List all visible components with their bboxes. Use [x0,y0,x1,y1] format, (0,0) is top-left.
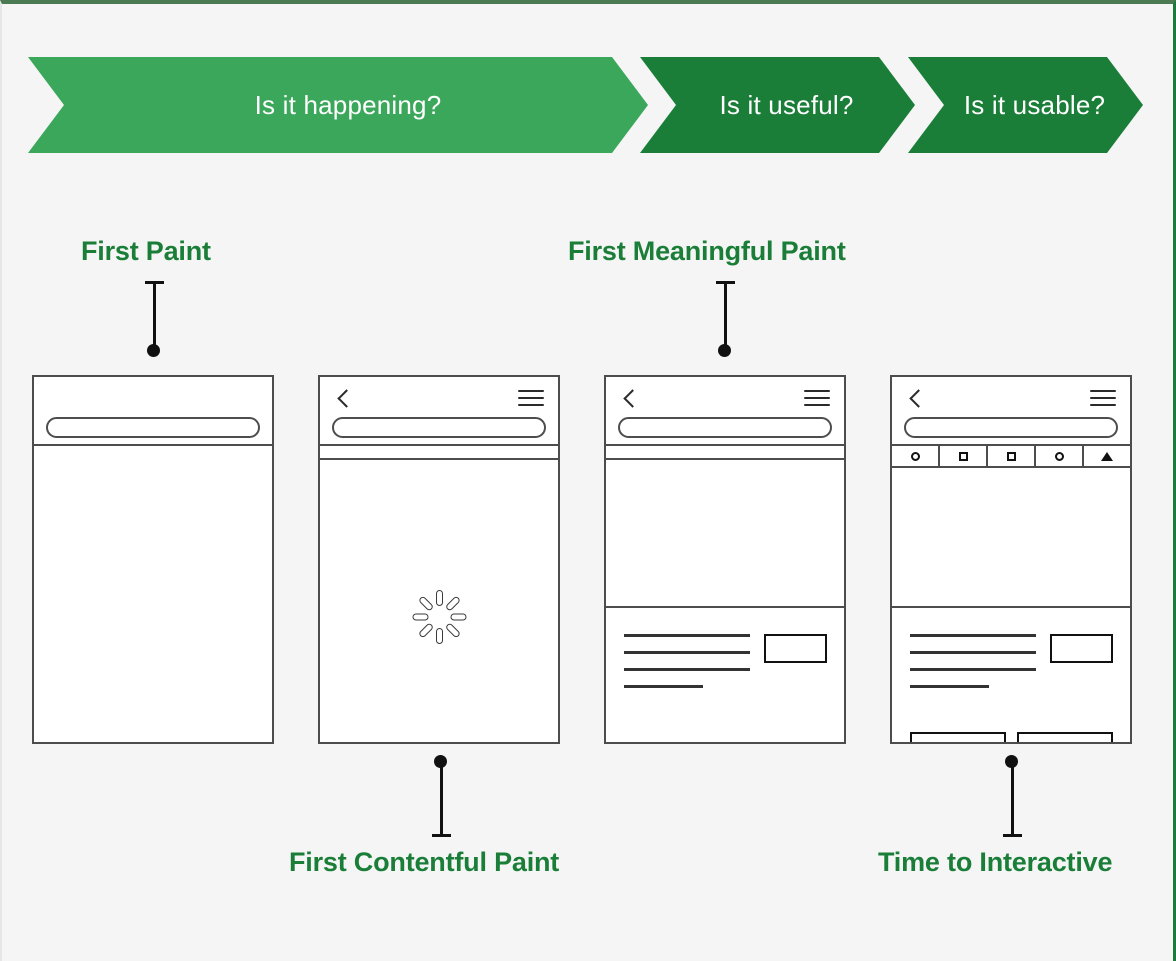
text-line [910,668,1036,671]
toolbar-item-4[interactable] [1036,446,1084,466]
spinner-segment [412,613,428,621]
spinner-segment [417,595,434,612]
hero-content-block [892,468,1130,608]
spinner-segment [435,590,443,606]
phase-label: Is it usable? [963,89,1106,120]
text-line [910,634,1036,637]
leader-stem [1011,759,1014,837]
phone-mockup-time-to-interactive [890,375,1132,744]
text-line-group [910,634,1036,688]
back-chevron-icon[interactable] [336,389,350,409]
leader-line-time-to-interactive [1001,755,1023,837]
text-line [624,634,750,637]
browser-chrome [892,377,1130,446]
phone-mockup-first-meaningful-paint [604,375,846,744]
url-bar[interactable] [904,417,1118,438]
action-button-row [910,732,1113,742]
app-toolbar [892,446,1130,468]
hamburger-bar [518,390,544,392]
hamburger-menu-icon[interactable] [804,390,830,407]
square-icon [958,451,968,461]
metric-label-first-paint: First Paint [81,236,211,266]
spinner-segment [450,613,466,621]
text-line-group [624,634,750,688]
phase-chevron-is-it-usable[interactable]: Is it usable? [908,57,1143,153]
square-icon [1006,451,1016,461]
loading-spinner-icon [411,589,467,645]
hamburger-bar [518,404,544,406]
phase-label: Is it useful? [719,89,854,120]
text-line [624,668,750,671]
hamburger-bar [518,397,544,399]
phase-banner: Is it happening? Is it useful? Is it usa… [28,57,1143,153]
text-line [624,651,750,654]
triangle-icon [1101,451,1113,461]
phase-chevron-is-it-happening[interactable]: Is it happening? [28,57,648,153]
circle-icon [910,451,920,461]
url-bar[interactable] [46,417,260,438]
phase-label: Is it happening? [254,89,442,120]
metric-label-time-to-interactive: Time to Interactive [878,847,1113,877]
hamburger-bar [804,404,830,406]
browser-chrome [606,377,844,446]
leader-cap [432,834,451,837]
leader-stem [153,281,156,353]
hamburger-bar [804,390,830,392]
hamburger-menu-icon[interactable] [518,390,544,407]
leader-cap [1003,834,1022,837]
image-placeholder [764,634,827,663]
spinner-segment [417,622,434,639]
content-section [606,608,844,688]
toolbar-item-5[interactable] [1084,446,1130,466]
text-line [624,685,703,688]
leader-line-first-paint [143,281,165,357]
back-chevron-icon[interactable] [622,389,636,409]
hamburger-bar [804,397,830,399]
spinner-segment [444,622,461,639]
leader-line-first-contentful-paint [430,755,452,837]
metric-label-first-meaningful-paint: First Meaningful Paint [568,236,846,266]
browser-chrome [320,377,558,446]
hamburger-bar [1090,404,1116,406]
hamburger-bar [1090,390,1116,392]
leader-line-first-meaningful-paint [714,281,736,357]
phone-mockup-first-paint [32,375,274,744]
content-section [892,608,1130,742]
toolbar-item-3[interactable] [988,446,1036,466]
text-line [910,685,989,688]
hero-content-block [606,460,844,608]
leader-stem [724,281,727,353]
text-line [910,651,1036,654]
browser-chrome [34,377,272,446]
action-button-right[interactable] [1017,732,1113,742]
url-bar[interactable] [332,417,546,438]
page-strip [320,446,558,460]
toolbar-item-1[interactable] [892,446,940,466]
url-bar[interactable] [618,417,832,438]
spinner-segment [435,628,443,644]
action-button-left[interactable] [910,732,1006,742]
hamburger-bar [1090,397,1116,399]
toolbar-item-2[interactable] [940,446,988,466]
leader-stem [440,759,443,837]
phase-chevron-is-it-useful[interactable]: Is it useful? [640,57,915,153]
metric-label-first-contentful-paint: First Contentful Paint [289,847,560,877]
leader-dot [147,344,160,357]
hamburger-menu-icon[interactable] [1090,390,1116,407]
spinner-segment [444,595,461,612]
leader-dot [718,344,731,357]
circle-icon [1054,451,1064,461]
image-placeholder [1050,634,1113,663]
phone-mockup-first-contentful-paint [318,375,560,744]
page-strip [606,446,844,460]
back-chevron-icon[interactable] [908,389,922,409]
